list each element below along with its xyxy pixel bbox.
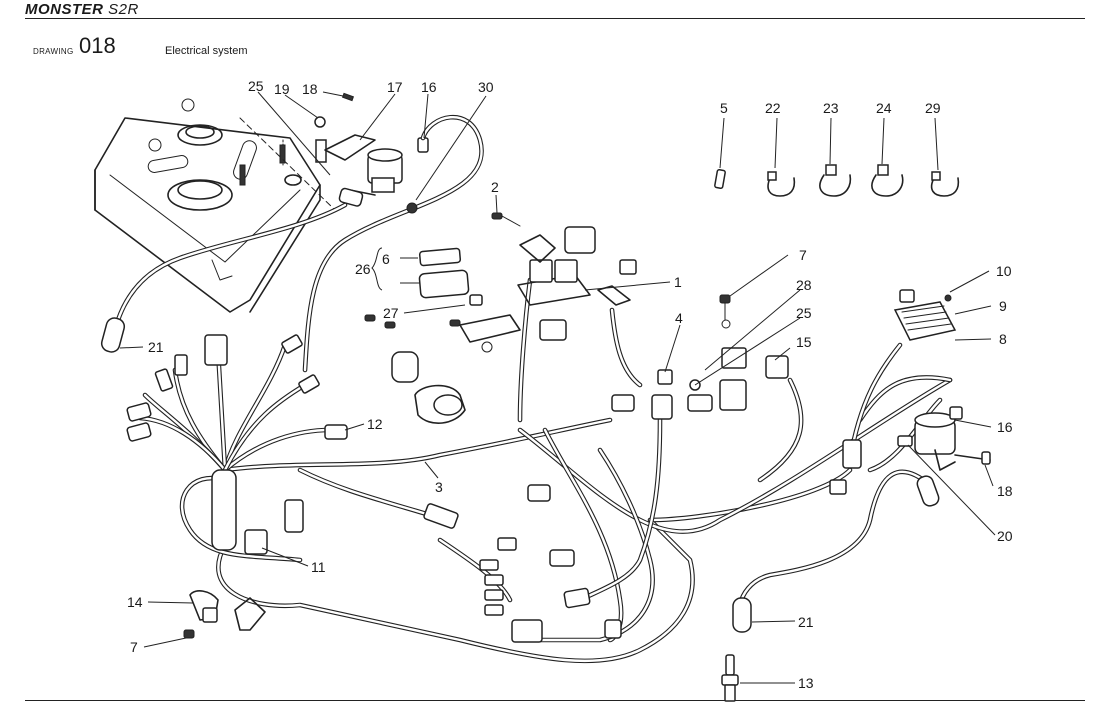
callout-20: 20 [997,528,1013,544]
callout-18-top: 18 [302,81,318,97]
callout-21-right: 21 [798,614,814,630]
battery-fasteners [239,92,376,211]
spark-plug-cap-left [100,202,348,353]
brand-name: MONSTER [25,1,104,18]
ignition-coil-front [897,406,991,471]
callout-23: 23 [823,100,839,116]
header-bar: MONSTER S2R [0,0,1110,20]
callout-19: 19 [274,81,290,97]
bottom-divider [25,700,1085,701]
callout-8: 8 [999,331,1007,347]
callout-29: 29 [925,100,941,116]
callout-22: 22 [765,100,781,116]
harness-sleeve [211,469,237,551]
callout-21-left: 21 [148,339,164,355]
fastener-set [714,164,960,197]
top-divider [25,18,1085,19]
lower-connectors [479,484,622,643]
callout-30: 30 [478,79,494,95]
fuse-box [517,226,637,341]
callout-10: 10 [996,263,1012,279]
center-right-connectors [611,347,862,495]
sensor-14 [189,590,266,631]
bolts [183,212,731,639]
callout-7-bottom: 7 [130,639,138,655]
callout-15: 15 [796,334,812,350]
callout-1: 1 [674,274,682,290]
brand-logo: MONSTER S2R [25,1,139,18]
spark-plug-lead-front [732,469,940,633]
callout-26: 26 [355,261,371,277]
drawing-number: 018 [79,33,116,58]
spark-plug [721,654,739,702]
callout-3: 3 [435,479,443,495]
callout-numbers: 25 19 18 17 16 30 2 5 22 23 24 29 6 26 1… [127,78,1013,691]
left-connector-cluster [126,334,459,555]
callout-12: 12 [367,416,383,432]
callout-17: 17 [387,79,403,95]
callout-27: 27 [383,305,399,321]
callout-7-top: 7 [799,247,807,263]
drawing-label: DRAWING [33,47,74,56]
main-wiring-harness [137,277,953,664]
callout-25-right: 25 [796,305,812,321]
voltage-regulator [893,289,957,341]
model-name: S2R [108,1,139,18]
callout-25-top: 25 [248,78,264,94]
callout-18-right: 18 [997,483,1013,499]
callout-28: 28 [796,277,812,293]
callout-24: 24 [876,100,892,116]
callout-16-right: 16 [997,419,1013,435]
callout-9: 9 [999,298,1007,314]
callout-16-top: 16 [421,79,437,95]
callout-4: 4 [675,310,683,326]
callout-13: 13 [798,675,814,691]
callout-5: 5 [720,100,728,116]
relay-group [364,247,521,353]
section-title: Electrical system [165,45,248,57]
ignition-coil-rear [302,114,484,373]
battery-tray [94,98,321,313]
horn-assembly [391,351,466,424]
callout-14: 14 [127,594,143,610]
callout-11: 11 [311,559,326,575]
callout-6: 6 [382,251,390,267]
callout-2: 2 [491,179,499,195]
leader-lines [119,91,996,684]
